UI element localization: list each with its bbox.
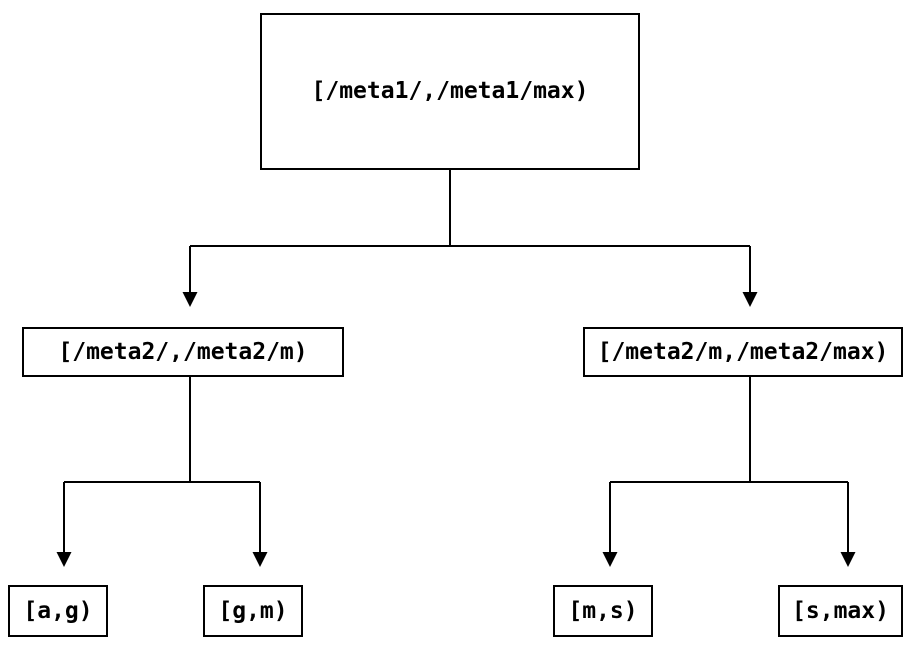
node-meta2-right: [/meta2/m,/meta2/max) xyxy=(583,327,903,377)
leaf-node-m-s: [m,s) xyxy=(553,585,653,637)
node-label: [/meta2/,/meta2/m) xyxy=(58,338,308,365)
node-label: [a,g) xyxy=(23,597,93,624)
node-label: [m,s) xyxy=(568,597,638,624)
arrow-down-icon xyxy=(56,552,72,567)
leaf-node-s-max: [s,max) xyxy=(778,585,903,637)
node-meta2-left: [/meta2/,/meta2/m) xyxy=(22,327,344,377)
edge-left-subtree xyxy=(63,377,261,553)
edge-root-to-children xyxy=(189,170,751,293)
leaf-node-g-m: [g,m) xyxy=(203,585,303,637)
node-label: [/meta2/m,/meta2/max) xyxy=(597,338,889,365)
arrow-down-icon xyxy=(840,552,856,567)
arrow-down-icon xyxy=(602,552,618,567)
node-label: [s,max) xyxy=(792,597,889,624)
arrow-down-icon xyxy=(182,292,198,307)
arrow-down-icon xyxy=(742,292,758,307)
leaf-node-a-g: [a,g) xyxy=(8,585,108,637)
arrow-down-icon xyxy=(252,552,268,567)
edge-right-subtree xyxy=(609,377,849,553)
node-label: [g,m) xyxy=(218,597,288,624)
node-label: [/meta1/,/meta1/max) xyxy=(311,78,589,104)
node-root: [/meta1/,/meta1/max) xyxy=(260,13,640,170)
